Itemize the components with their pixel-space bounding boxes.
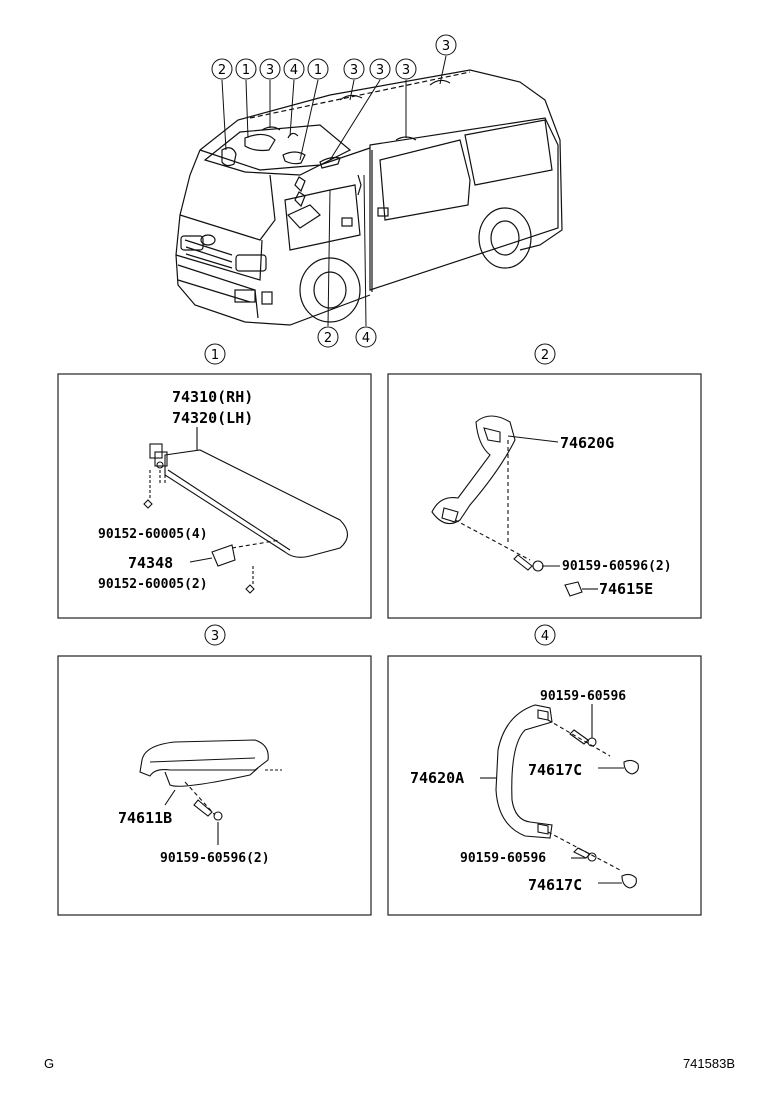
callout-top-1: 2 — [211, 58, 233, 80]
callout-top-3: 3 — [259, 58, 281, 80]
part-74320-lh: 74320(LH) — [172, 409, 253, 427]
svg-text:4: 4 — [541, 629, 549, 644]
panel-4: 90159-60596 74620A 74617C 90159-60596 74… — [387, 655, 702, 916]
footer-code-right: 741583B — [683, 1056, 735, 1071]
panel-4-frame — [387, 655, 702, 916]
part-74310-rh: 74310(RH) — [172, 388, 253, 406]
callout-top-8: 3 — [395, 58, 417, 80]
callout-bottom-left: 2 — [317, 326, 339, 348]
grip-4-drawing — [480, 704, 639, 889]
part-74615e: 74615E — [599, 580, 653, 598]
part-74617c-top: 74617C — [528, 761, 582, 779]
callout-top-4: 4 — [283, 58, 305, 80]
assist-grip-drawing — [431, 415, 598, 597]
part-74348: 74348 — [128, 554, 173, 572]
svg-text:1: 1 — [314, 63, 322, 78]
svg-text:3: 3 — [376, 63, 384, 78]
part-74620a: 74620A — [410, 769, 464, 787]
part-74617c-bottom: 74617C — [528, 876, 582, 894]
part-74611b: 74611B — [118, 809, 172, 827]
part-90152-60005-2: 90152-60005(2) — [98, 577, 208, 592]
panel-headers: 1 2 3 4 — [204, 343, 556, 646]
panel-4-header: 4 — [534, 624, 556, 646]
callout-top-6: 3 — [343, 58, 365, 80]
callout-top-5: 1 — [307, 58, 329, 80]
panel-1-frame — [57, 373, 372, 619]
part-90159-60596-top: 90159-60596 — [540, 689, 626, 704]
callout-top-7: 3 — [369, 58, 391, 80]
svg-text:2: 2 — [324, 331, 332, 346]
panel-2-header: 2 — [534, 343, 556, 365]
part-90159-60596-2-b: 90159-60596(2) — [160, 851, 270, 866]
svg-text:2: 2 — [218, 63, 226, 78]
panel-2: 74620G 90159-60596(2) 74615E — [387, 373, 702, 619]
panel-3-header: 3 — [204, 624, 226, 646]
part-90159-60596-2-a: 90159-60596(2) — [562, 559, 672, 574]
svg-text:1: 1 — [242, 63, 250, 78]
panel-1-header: 1 — [204, 343, 226, 365]
svg-text:3: 3 — [402, 63, 410, 78]
callout-bottom-right: 4 — [355, 326, 377, 348]
svg-text:3: 3 — [350, 63, 358, 78]
panel-3: 74611B 90159-60596(2) — [57, 655, 372, 916]
sun-visor-drawing — [143, 427, 349, 594]
svg-text:4: 4 — [362, 331, 370, 346]
panel-1: 74310(RH) 74320(LH) 90152-60005(4) 74348… — [57, 373, 372, 619]
svg-text:3: 3 — [211, 629, 219, 644]
van-illustration — [175, 69, 563, 326]
svg-text:3: 3 — [266, 63, 274, 78]
panel-3-frame — [57, 655, 372, 916]
van-callouts: 2 1 3 4 1 3 3 3 — [211, 34, 457, 348]
svg-text:2: 2 — [541, 348, 549, 363]
svg-text:1: 1 — [211, 348, 219, 363]
callout-leaders — [221, 55, 447, 327]
grip-3-drawing — [139, 739, 282, 845]
svg-text:3: 3 — [442, 39, 450, 54]
footer-code-left: G — [44, 1056, 54, 1071]
part-90152-60005-4: 90152-60005(4) — [98, 527, 208, 542]
part-74620g: 74620G — [560, 434, 614, 452]
callout-top-2: 1 — [235, 58, 257, 80]
svg-text:4: 4 — [290, 63, 298, 78]
panel-2-frame — [387, 373, 702, 619]
part-90159-60596-bottom: 90159-60596 — [460, 851, 546, 866]
callout-far-top: 3 — [435, 34, 457, 56]
